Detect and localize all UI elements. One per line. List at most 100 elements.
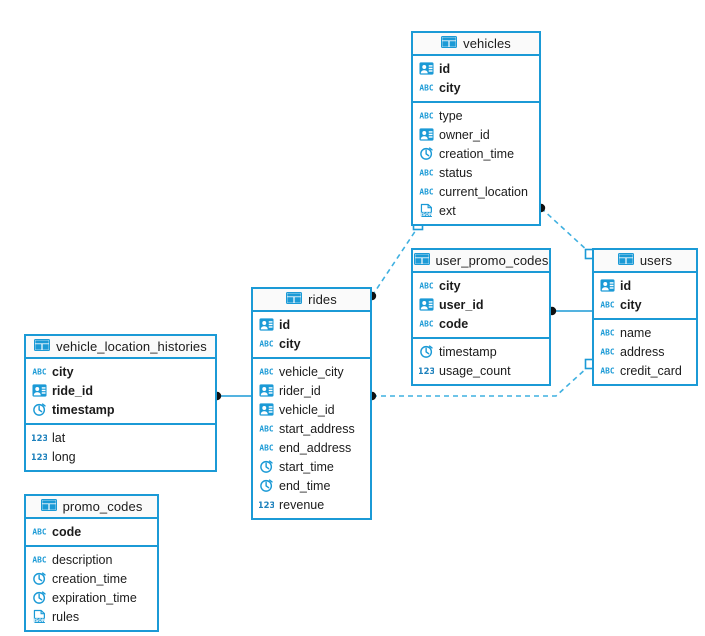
column-name: id xyxy=(620,278,632,293)
text-column-icon: ABC xyxy=(259,440,274,455)
key-column-icon xyxy=(32,383,47,398)
timestamp-column-icon xyxy=(32,571,47,586)
svg-text:ABC: ABC xyxy=(259,368,273,377)
column-name: vehicle_id xyxy=(279,402,335,417)
svg-text:ABC: ABC xyxy=(259,444,273,453)
column-name: lat xyxy=(52,430,66,445)
table-header-users[interactable]: users xyxy=(594,250,696,273)
column-vehicles-id[interactable]: id xyxy=(413,59,539,78)
column-user_promo_codes-timestamp[interactable]: timestamp xyxy=(413,342,549,361)
text-column-icon: ABC xyxy=(259,336,274,351)
column-user_promo_codes-code[interactable]: ABC code xyxy=(413,314,549,333)
table-header-user_promo_codes[interactable]: user_promo_codes xyxy=(413,250,549,273)
column-vehicle_location_histories-lat[interactable]: 123 lat xyxy=(26,428,215,447)
svg-text:123: 123 xyxy=(32,433,47,443)
column-name: description xyxy=(52,552,113,567)
column-name: timestamp xyxy=(52,402,115,417)
svg-text:ABC: ABC xyxy=(259,425,273,434)
relationship-user-promo-codes-to-users[interactable] xyxy=(547,306,592,316)
svg-text:123: 123 xyxy=(259,500,274,510)
column-name: code xyxy=(439,316,469,331)
svg-text:ABC: ABC xyxy=(419,169,433,178)
column-name: id xyxy=(279,317,291,332)
column-rides-start_time[interactable]: start_time xyxy=(253,457,370,476)
column-name: status xyxy=(439,165,473,180)
key-column-icon xyxy=(419,297,434,312)
relationship-vehicle-location-histories-to-rides[interactable] xyxy=(212,391,251,401)
number-column-icon: 123 xyxy=(32,449,47,464)
column-vehicle_location_histories-ride_id[interactable]: ride_id xyxy=(26,381,215,400)
svg-text:ABC: ABC xyxy=(419,282,433,291)
key-column-icon xyxy=(600,278,615,293)
svg-text:ABC: ABC xyxy=(259,340,273,349)
column-users-id[interactable]: id xyxy=(594,276,696,295)
svg-text:ABC: ABC xyxy=(419,112,433,121)
table-header-vehicle_location_histories[interactable]: vehicle_location_histories xyxy=(26,336,215,359)
text-column-icon: ABC xyxy=(419,278,434,293)
column-vehicle_location_histories-long[interactable]: 123long xyxy=(26,447,215,466)
column-rides-end_time[interactable]: end_time xyxy=(253,476,370,495)
table-icon xyxy=(441,35,458,53)
column-name: rider_id xyxy=(279,383,321,398)
svg-text:ABC: ABC xyxy=(600,301,614,310)
column-vehicle_location_histories-timestamp[interactable]: timestamp xyxy=(26,400,215,419)
table-name-vehicles: vehicles xyxy=(463,36,511,51)
number-column-icon: 123 xyxy=(419,363,434,378)
column-rides-vehicle_id[interactable]: vehicle_id xyxy=(253,400,370,419)
column-user_promo_codes-user_id[interactable]: user_id xyxy=(413,295,549,314)
column-promo_codes-creation_time[interactable]: creation_time xyxy=(26,569,157,588)
timestamp-column-icon xyxy=(419,344,434,359)
column-rides-rider_id[interactable]: rider_id xyxy=(253,381,370,400)
table-icon xyxy=(34,338,51,356)
column-name: timestamp xyxy=(439,344,497,359)
svg-text:123: 123 xyxy=(419,366,434,376)
svg-text:ABC: ABC xyxy=(600,348,614,357)
timestamp-column-icon xyxy=(32,402,47,417)
column-user_promo_codes-usage_count[interactable]: 123usage_count xyxy=(413,361,549,380)
column-rides-id[interactable]: id xyxy=(253,315,370,334)
svg-text:ABC: ABC xyxy=(419,320,433,329)
svg-text:ABC: ABC xyxy=(600,367,614,376)
table-header-promo_codes[interactable]: promo_codes xyxy=(26,496,157,519)
table-icon xyxy=(617,252,634,270)
column-promo_codes-expiration_time[interactable]: expiration_time xyxy=(26,588,157,607)
column-vehicles-status[interactable]: ABC status xyxy=(413,163,539,182)
table-icon xyxy=(413,252,430,270)
table-header-vehicles[interactable]: vehicles xyxy=(413,33,539,56)
column-rides-revenue[interactable]: 123revenue xyxy=(253,495,370,514)
column-section-vehicle_location_histories: 123 lat 123long xyxy=(26,425,215,470)
svg-text:123: 123 xyxy=(32,452,47,462)
text-column-icon: ABC xyxy=(419,80,434,95)
svg-text:ABC: ABC xyxy=(32,528,46,537)
column-vehicles-owner_id[interactable]: owner_id xyxy=(413,125,539,144)
table-header-rides[interactable]: rides xyxy=(253,289,370,312)
column-vehicles-creation_time[interactable]: creation_time xyxy=(413,144,539,163)
